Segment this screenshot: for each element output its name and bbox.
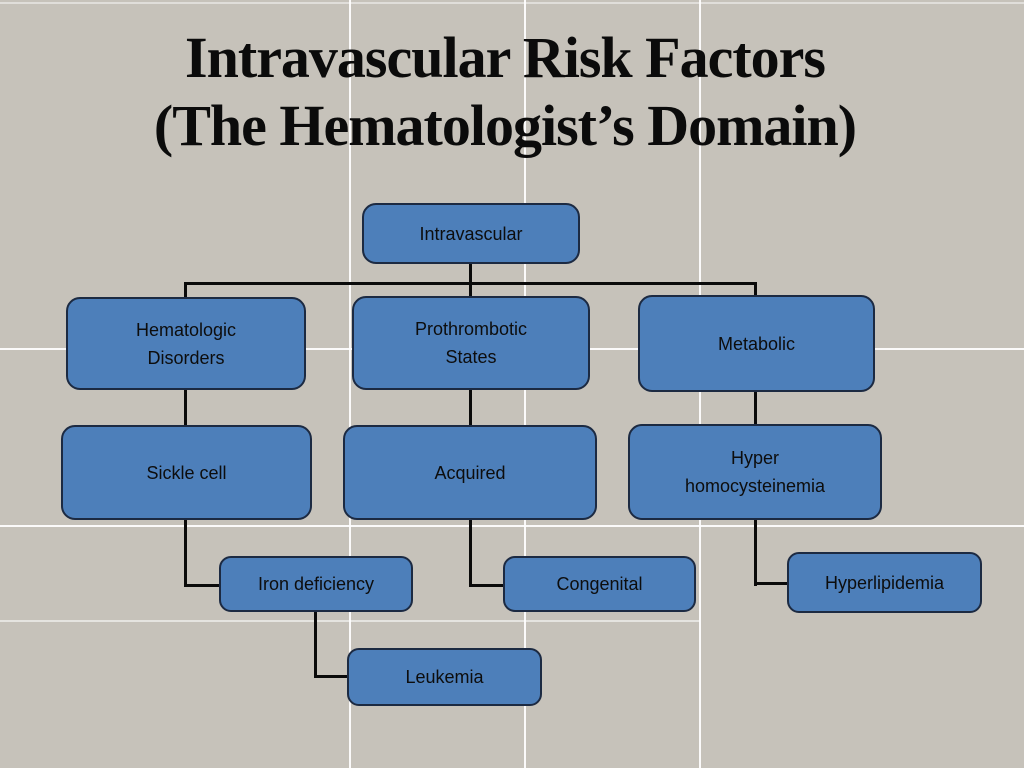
connector-intravascular-down — [469, 262, 472, 299]
slide-title-line2: (The Hematologist’s Domain) — [153, 93, 857, 158]
connector-hyperhomocysteinemia-hyperlipidemia-vertical — [754, 518, 757, 586]
connector-sicklecell-irondeficiency-vertical — [184, 518, 187, 587]
node-sickle-cell: Sickle cell — [61, 425, 312, 520]
slide-title: Intravascular Risk Factors (The Hematolo… — [0, 24, 1010, 160]
connector-acquired-congenital-vertical — [469, 518, 472, 587]
node-label: Hematologic Disorders — [135, 319, 237, 368]
node-label: Leukemia — [405, 667, 484, 687]
node-iron-deficiency: Iron deficiency — [219, 556, 413, 612]
node-leukemia: Leukemia — [347, 648, 542, 706]
connector-prothrombotic-acquired — [469, 389, 472, 427]
node-congenital: Congenital — [503, 556, 696, 612]
node-label: Hyper homocysteinemia — [684, 448, 826, 496]
connector-level2-bar — [184, 282, 757, 285]
connector-irondeficiency-leukemia-horizontal — [314, 675, 349, 678]
connector-hyperhomocysteinemia-hyperlipidemia-horizontal — [754, 582, 789, 585]
connector-irondeficiency-leukemia-vertical — [314, 610, 317, 678]
grid-line-vertical — [349, 0, 351, 768]
node-label: Sickle cell — [146, 462, 227, 483]
node-label: Intravascular — [419, 223, 523, 244]
node-prothrombotic-states: Prothrombotic States — [352, 296, 590, 390]
node-label: Congenital — [556, 574, 643, 594]
connector-metabolic-hyperhomocysteinemia — [754, 391, 757, 426]
node-hyperhomocysteinemia: Hyper homocysteinemia — [628, 424, 882, 520]
node-label: Hyperlipidemia — [824, 572, 945, 593]
connector-acquired-congenital-horizontal — [469, 584, 505, 587]
node-label: Acquired — [434, 462, 506, 483]
connector-to-metabolic — [754, 282, 757, 297]
node-hematologic-disorders: Hematologic Disorders — [66, 297, 306, 390]
node-label: Prothrombotic States — [414, 319, 528, 367]
grid-line-horizontal — [0, 2, 1024, 4]
slide-title-line1: Intravascular Risk Factors — [185, 25, 826, 90]
connector-to-hematologic — [184, 282, 187, 299]
grid-line-horizontal — [0, 525, 1024, 527]
grid-line-horizontal — [0, 620, 700, 622]
node-label: Iron deficiency — [257, 574, 375, 594]
connector-hematologic-sicklecell — [184, 389, 187, 427]
connector-sicklecell-irondeficiency-horizontal — [184, 584, 221, 587]
node-hyperlipidemia: Hyperlipidemia — [787, 552, 982, 613]
node-metabolic: Metabolic — [638, 295, 875, 392]
node-label: Metabolic — [717, 333, 796, 354]
node-intravascular: Intravascular — [362, 203, 580, 264]
node-acquired: Acquired — [343, 425, 597, 520]
